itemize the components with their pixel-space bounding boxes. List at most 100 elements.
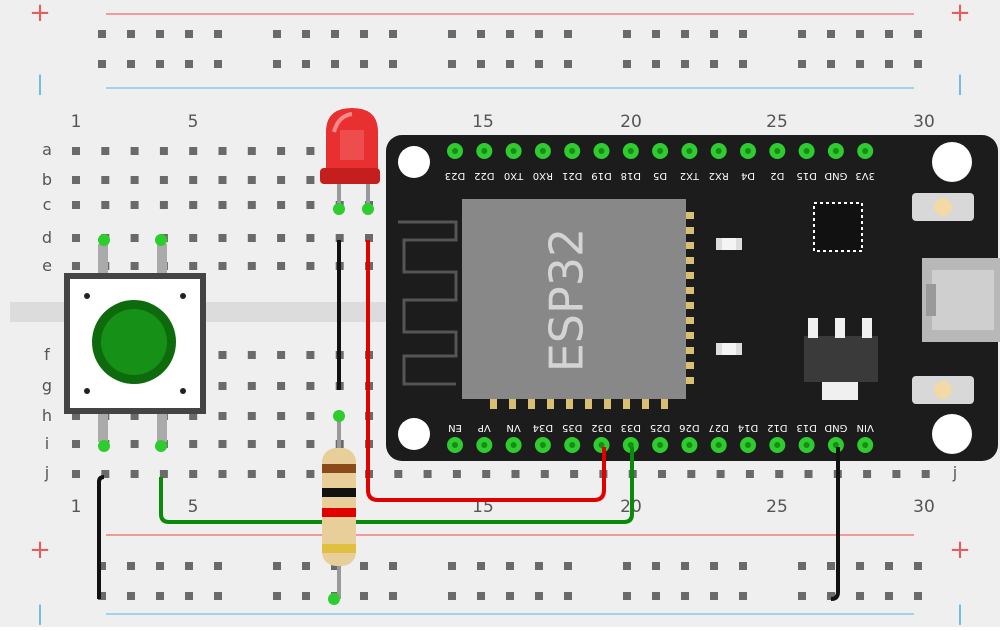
rail-hole[interactable]: [623, 30, 631, 38]
breadboard-hole[interactable]: [306, 351, 315, 359]
breadboard-hole[interactable]: [247, 440, 256, 448]
breadboard-hole[interactable]: [101, 470, 110, 478]
rail-hole[interactable]: [827, 60, 835, 68]
rail-hole[interactable]: [856, 592, 864, 600]
breadboard-hole[interactable]: [189, 176, 198, 184]
breadboard-hole[interactable]: [72, 470, 80, 478]
breadboard-hole[interactable]: [247, 412, 256, 420]
breadboard-hole[interactable]: [511, 470, 520, 478]
boot-button-cap[interactable]: [934, 198, 952, 216]
breadboard-hole[interactable]: [72, 412, 80, 420]
breadboard-hole[interactable]: [218, 382, 227, 390]
rail-hole[interactable]: [827, 30, 835, 38]
breadboard-hole[interactable]: [306, 412, 315, 420]
rail-hole[interactable]: [681, 60, 689, 68]
breadboard-hole[interactable]: [72, 147, 80, 155]
breadboard-hole[interactable]: [247, 351, 256, 359]
rail-hole[interactable]: [739, 60, 747, 68]
rail-hole[interactable]: [827, 592, 835, 600]
rail-hole[interactable]: [273, 60, 281, 68]
rail-hole[interactable]: [302, 592, 310, 600]
rail-hole[interactable]: [389, 60, 397, 68]
breadboard-hole[interactable]: [540, 470, 549, 478]
rail-hole[interactable]: [914, 562, 922, 570]
rail-hole[interactable]: [885, 562, 893, 570]
rail-hole[interactable]: [389, 30, 397, 38]
breadboard-hole[interactable]: [306, 262, 315, 270]
breadboard-hole[interactable]: [921, 470, 930, 478]
rail-hole[interactable]: [302, 30, 310, 38]
breadboard-hole[interactable]: [218, 351, 227, 359]
breadboard-hole[interactable]: [247, 176, 256, 184]
rail-hole[interactable]: [214, 562, 222, 570]
breadboard-hole[interactable]: [130, 440, 139, 448]
breadboard-hole[interactable]: [306, 201, 315, 209]
rail-hole[interactable]: [710, 30, 718, 38]
rail-hole[interactable]: [914, 30, 922, 38]
rail-hole[interactable]: [98, 30, 106, 38]
breadboard-hole[interactable]: [306, 147, 315, 155]
breadboard-hole[interactable]: [277, 351, 286, 359]
rail-hole[interactable]: [98, 562, 106, 570]
rail-hole[interactable]: [506, 60, 514, 68]
rail-hole[interactable]: [535, 60, 543, 68]
breadboard-hole[interactable]: [247, 147, 256, 155]
rail-hole[interactable]: [798, 562, 806, 570]
breadboard-hole[interactable]: [277, 440, 286, 448]
rail-hole[interactable]: [127, 30, 135, 38]
rail-hole[interactable]: [214, 60, 222, 68]
rail-hole[interactable]: [302, 562, 310, 570]
breadboard-hole[interactable]: [716, 470, 725, 478]
rail-hole[interactable]: [302, 60, 310, 68]
breadboard-hole[interactable]: [218, 147, 227, 155]
rail-hole[interactable]: [331, 60, 339, 68]
rail-hole[interactable]: [681, 592, 689, 600]
rail-hole[interactable]: [739, 562, 747, 570]
breadboard-hole[interactable]: [189, 470, 198, 478]
breadboard-hole[interactable]: [247, 234, 256, 242]
rail-hole[interactable]: [360, 30, 368, 38]
breadboard-hole[interactable]: [247, 382, 256, 390]
rail-hole[interactable]: [273, 30, 281, 38]
rail-hole[interactable]: [681, 562, 689, 570]
rail-hole[interactable]: [273, 592, 281, 600]
rail-hole[interactable]: [360, 592, 368, 600]
rail-hole[interactable]: [127, 60, 135, 68]
breadboard-hole[interactable]: [863, 470, 872, 478]
breadboard-hole[interactable]: [452, 470, 461, 478]
rail-hole[interactable]: [535, 562, 543, 570]
rail-hole[interactable]: [652, 562, 660, 570]
rail-hole[interactable]: [710, 562, 718, 570]
rail-hole[interactable]: [214, 30, 222, 38]
breadboard-hole[interactable]: [482, 470, 491, 478]
rail-hole[interactable]: [652, 30, 660, 38]
breadboard-hole[interactable]: [804, 470, 813, 478]
rail-hole[interactable]: [535, 592, 543, 600]
breadboard-hole[interactable]: [159, 201, 168, 209]
rail-hole[interactable]: [739, 30, 747, 38]
rail-hole[interactable]: [156, 30, 164, 38]
rail-hole[interactable]: [331, 562, 339, 570]
breadboard-hole[interactable]: [335, 234, 344, 242]
rail-hole[interactable]: [127, 562, 135, 570]
breadboard-hole[interactable]: [277, 412, 286, 420]
breadboard-hole[interactable]: [247, 470, 256, 478]
rail-hole[interactable]: [389, 562, 397, 570]
breadboard-hole[interactable]: [745, 470, 754, 478]
breadboard-hole[interactable]: [306, 234, 315, 242]
breadboard-hole[interactable]: [189, 440, 198, 448]
rail-hole[interactable]: [506, 592, 514, 600]
rail-hole[interactable]: [681, 30, 689, 38]
rail-hole[interactable]: [564, 60, 572, 68]
rail-hole[interactable]: [623, 592, 631, 600]
rail-hole[interactable]: [185, 592, 193, 600]
breadboard-hole[interactable]: [72, 262, 80, 270]
rail-hole[interactable]: [564, 592, 572, 600]
breadboard-hole[interactable]: [130, 201, 139, 209]
breadboard-hole[interactable]: [277, 234, 286, 242]
rail-hole[interactable]: [477, 562, 485, 570]
rail-hole[interactable]: [156, 562, 164, 570]
rail-hole[interactable]: [185, 562, 193, 570]
rail-hole[interactable]: [856, 30, 864, 38]
breadboard-hole[interactable]: [218, 201, 227, 209]
